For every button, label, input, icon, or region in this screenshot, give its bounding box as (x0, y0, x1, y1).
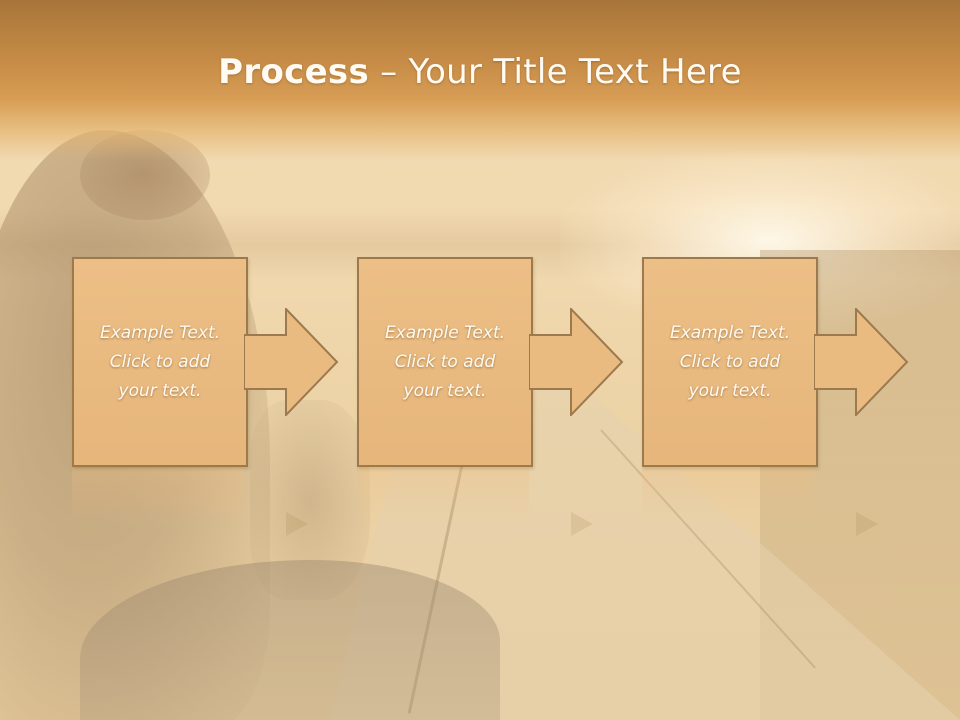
step-text: Example Text. Click to add your text. (650, 319, 810, 406)
step-reflection (642, 468, 814, 528)
step-text-line: Click to add (109, 351, 211, 372)
step-text-line: Click to add (679, 351, 781, 372)
step-text-line: Example Text. (384, 322, 506, 343)
step-text-box[interactable]: Example Text. Click to add your text. (72, 257, 248, 467)
arrow-reflection-icon (856, 512, 878, 536)
arrow-reflection-icon (286, 512, 308, 536)
background-rider-legs (80, 560, 500, 720)
step-text: Example Text. Click to add your text. (365, 319, 525, 406)
title-bold-text: Process (218, 52, 370, 92)
arrow-reflection-icon (571, 512, 593, 536)
step-text-line: your text. (118, 380, 202, 401)
right-arrow-icon[interactable] (244, 308, 340, 416)
step-text-line: Example Text. (99, 322, 221, 343)
right-arrow-icon[interactable] (529, 308, 625, 416)
step-text-line: your text. (688, 380, 772, 401)
step-text-line: your text. (403, 380, 487, 401)
background-motorcycle (250, 400, 370, 600)
right-arrow-icon[interactable] (814, 308, 910, 416)
step-text-box[interactable]: Example Text. Click to add your text. (642, 257, 818, 467)
slide-title[interactable]: Process – Your Title Text Here (0, 52, 960, 92)
step-text-line: Click to add (394, 351, 496, 372)
title-rest-text: – Your Title Text Here (369, 52, 742, 92)
title-bar (0, 0, 960, 160)
step-text-line: Example Text. (669, 322, 791, 343)
step-text-box[interactable]: Example Text. Click to add your text. (357, 257, 533, 467)
step-text: Example Text. Click to add your text. (80, 319, 240, 406)
step-reflection (357, 468, 529, 528)
step-reflection (72, 468, 244, 528)
